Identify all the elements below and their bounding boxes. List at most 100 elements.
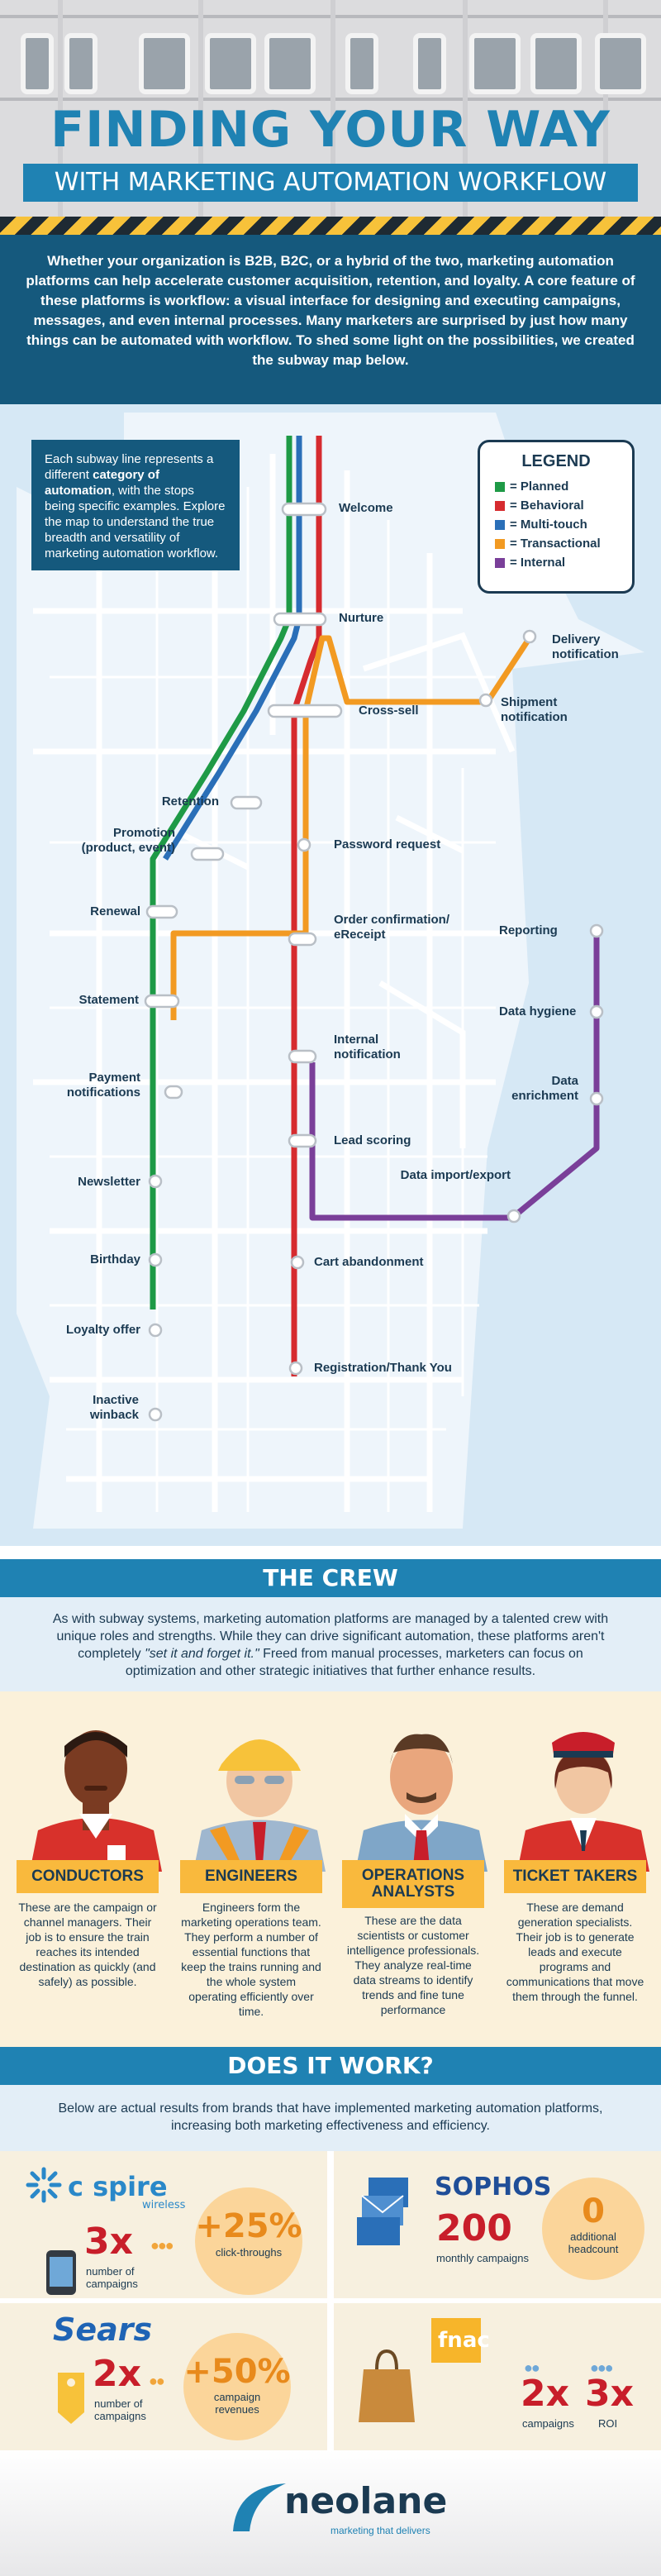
results-heading: DOES IT WORK? bbox=[0, 2047, 661, 2085]
legend-item: = Behavioral bbox=[495, 499, 617, 513]
station-reporting[interactable]: Reporting bbox=[499, 923, 558, 937]
station-promotion[interactable]: Promotion (product, event) bbox=[81, 826, 175, 855]
train-window bbox=[139, 33, 190, 94]
station-promotion-marker[interactable] bbox=[190, 847, 225, 861]
train-rib bbox=[463, 0, 468, 217]
station-hygiene[interactable]: Data hygiene bbox=[499, 1004, 577, 1018]
station-statement[interactable]: Statement bbox=[78, 993, 139, 1007]
station-cart-marker[interactable] bbox=[290, 1255, 305, 1270]
legend-label: = Internal bbox=[510, 556, 566, 570]
station-welcome[interactable]: Welcome bbox=[339, 501, 393, 515]
station-loyalty-marker[interactable] bbox=[148, 1323, 163, 1338]
neolane-swoosh-icon bbox=[233, 2483, 286, 2531]
intro-text: Whether your organization is B2B, B2C, o… bbox=[26, 253, 635, 368]
footer: neolane marketing that delivers bbox=[0, 2450, 661, 2576]
cspire-logo-sub: wireless bbox=[142, 2199, 186, 2211]
dots-decoration: ●● bbox=[524, 2359, 540, 2376]
info-text: Each subway line represents a different bbox=[45, 452, 214, 482]
dots-decoration: ●●● bbox=[590, 2359, 614, 2376]
station-newsletter[interactable]: Newsletter bbox=[78, 1175, 140, 1189]
station-reporting-marker[interactable] bbox=[589, 923, 604, 938]
station-retention[interactable]: Retention bbox=[161, 794, 219, 809]
station-scoring-marker[interactable] bbox=[288, 1133, 317, 1148]
station-delivery[interactable]: Delivery notification bbox=[552, 632, 619, 661]
train-window bbox=[595, 33, 646, 94]
map-info-box: Each subway line represents a different … bbox=[31, 440, 240, 570]
cspire-stat-2: +25% bbox=[195, 2207, 302, 2245]
cspire-logo: c spire bbox=[68, 2171, 168, 2202]
station-cart[interactable]: Cart abandonment bbox=[314, 1255, 424, 1269]
station-order-marker[interactable] bbox=[288, 932, 317, 947]
fnac-logo: fnac bbox=[438, 2328, 490, 2353]
legend-label: = Planned bbox=[510, 479, 569, 494]
sears-stat-2-circle: +50% campaign revenues bbox=[183, 2333, 291, 2440]
dots-decoration: ●● bbox=[149, 2373, 165, 2389]
station-shipment-marker[interactable] bbox=[478, 693, 493, 708]
legend-swatch bbox=[495, 519, 505, 530]
station-newsletter-marker[interactable] bbox=[148, 1174, 163, 1189]
station-welcome-marker[interactable] bbox=[281, 502, 327, 517]
station-delivery-marker[interactable] bbox=[522, 629, 537, 644]
ticket-taker-illustration bbox=[517, 1732, 649, 1872]
station-winback-marker[interactable] bbox=[148, 1407, 163, 1422]
results-grid: c spire wireless 3x number of campaigns … bbox=[0, 2151, 661, 2450]
station-retention-marker[interactable] bbox=[230, 795, 263, 810]
station-order[interactable]: Order confirmation/ eReceipt bbox=[334, 913, 450, 942]
crew-intro-text: As with subway systems, marketing automa… bbox=[52, 1612, 609, 1661]
engineer-illustration bbox=[193, 1739, 326, 1872]
neolane-tagline: marketing that delivers bbox=[330, 2525, 430, 2536]
results-intro-panel: Below are actual results from brands tha… bbox=[0, 2085, 661, 2151]
station-crosssell[interactable]: Cross-sell bbox=[359, 704, 419, 718]
legend-label: = Behavioral bbox=[510, 499, 584, 513]
train-rib bbox=[58, 0, 63, 217]
cspire-stat-1-label: number of campaigns bbox=[86, 2265, 138, 2290]
sophos-stat-1: 200 bbox=[436, 2207, 512, 2249]
station-internal-marker[interactable] bbox=[288, 1049, 317, 1064]
crew-role-description: These are the data scientists or custome… bbox=[346, 1914, 480, 2016]
line-transactional bbox=[170, 635, 531, 1020]
station-loyalty[interactable]: Loyalty offer bbox=[65, 1323, 140, 1337]
station-registration-marker[interactable] bbox=[288, 1361, 303, 1376]
station-payment[interactable]: Payment notifications bbox=[66, 1071, 140, 1100]
station-import[interactable]: Data import/export bbox=[400, 1168, 511, 1182]
subway-map: Each subway line represents a different … bbox=[0, 404, 661, 1546]
station-internal[interactable]: Internal notification bbox=[334, 1033, 401, 1061]
station-enrichment-marker[interactable] bbox=[589, 1091, 604, 1106]
station-import-marker[interactable] bbox=[506, 1209, 521, 1224]
station-birthday[interactable]: Birthday bbox=[90, 1252, 140, 1267]
sears-stat-2: +50% bbox=[183, 2353, 291, 2391]
station-nurture-marker[interactable] bbox=[273, 612, 327, 627]
station-password-marker[interactable] bbox=[297, 837, 311, 852]
train-window bbox=[413, 33, 446, 94]
neolane-logo: neolane bbox=[284, 2480, 448, 2522]
result-fnac: fnac ●● ●●● 2x campaigns 3x ROI bbox=[334, 2303, 661, 2450]
result-cspire: c spire wireless 3x number of campaigns … bbox=[0, 2151, 327, 2298]
legend-label: = Multi-touch bbox=[510, 518, 587, 532]
sophos-stat-2-circle: 0 additional headcount bbox=[542, 2178, 644, 2280]
sophos-stat-1-label: monthly campaigns bbox=[436, 2252, 529, 2264]
sears-logo: Sears bbox=[53, 2311, 153, 2348]
station-renewal-marker[interactable] bbox=[145, 904, 178, 919]
line-behavioral bbox=[291, 436, 322, 1376]
station-enrichment[interactable]: Data enrichment bbox=[511, 1074, 578, 1103]
station-hygiene-marker[interactable] bbox=[589, 1004, 604, 1019]
legend-swatch bbox=[495, 500, 505, 511]
station-registration[interactable]: Registration/Thank You bbox=[314, 1361, 452, 1375]
crew-intro: As with subway systems, marketing automa… bbox=[0, 1597, 661, 1693]
station-crosssell-marker[interactable] bbox=[267, 704, 343, 718]
station-winback[interactable]: Inactive winback bbox=[89, 1393, 139, 1422]
station-password[interactable]: Password request bbox=[334, 837, 441, 852]
station-birthday-marker[interactable] bbox=[148, 1252, 163, 1267]
station-scoring[interactable]: Lead scoring bbox=[334, 1133, 411, 1147]
result-sophos: SOPHOS 200 monthly campaigns 0 additiona… bbox=[334, 2151, 661, 2298]
hazard-stripe bbox=[0, 217, 661, 235]
sears-stat-2-label: campaign revenues bbox=[213, 2391, 261, 2416]
station-payment-marker[interactable] bbox=[164, 1085, 183, 1100]
legend-label: = Transactional bbox=[510, 537, 601, 551]
station-nurture[interactable]: Nurture bbox=[339, 611, 384, 625]
station-renewal[interactable]: Renewal bbox=[90, 904, 140, 918]
legend-item: = Multi-touch bbox=[495, 518, 617, 532]
station-shipment[interactable]: Shipment notification bbox=[501, 695, 568, 724]
station-statement-marker[interactable] bbox=[144, 994, 180, 1009]
legend-item: = Transactional bbox=[495, 537, 617, 551]
